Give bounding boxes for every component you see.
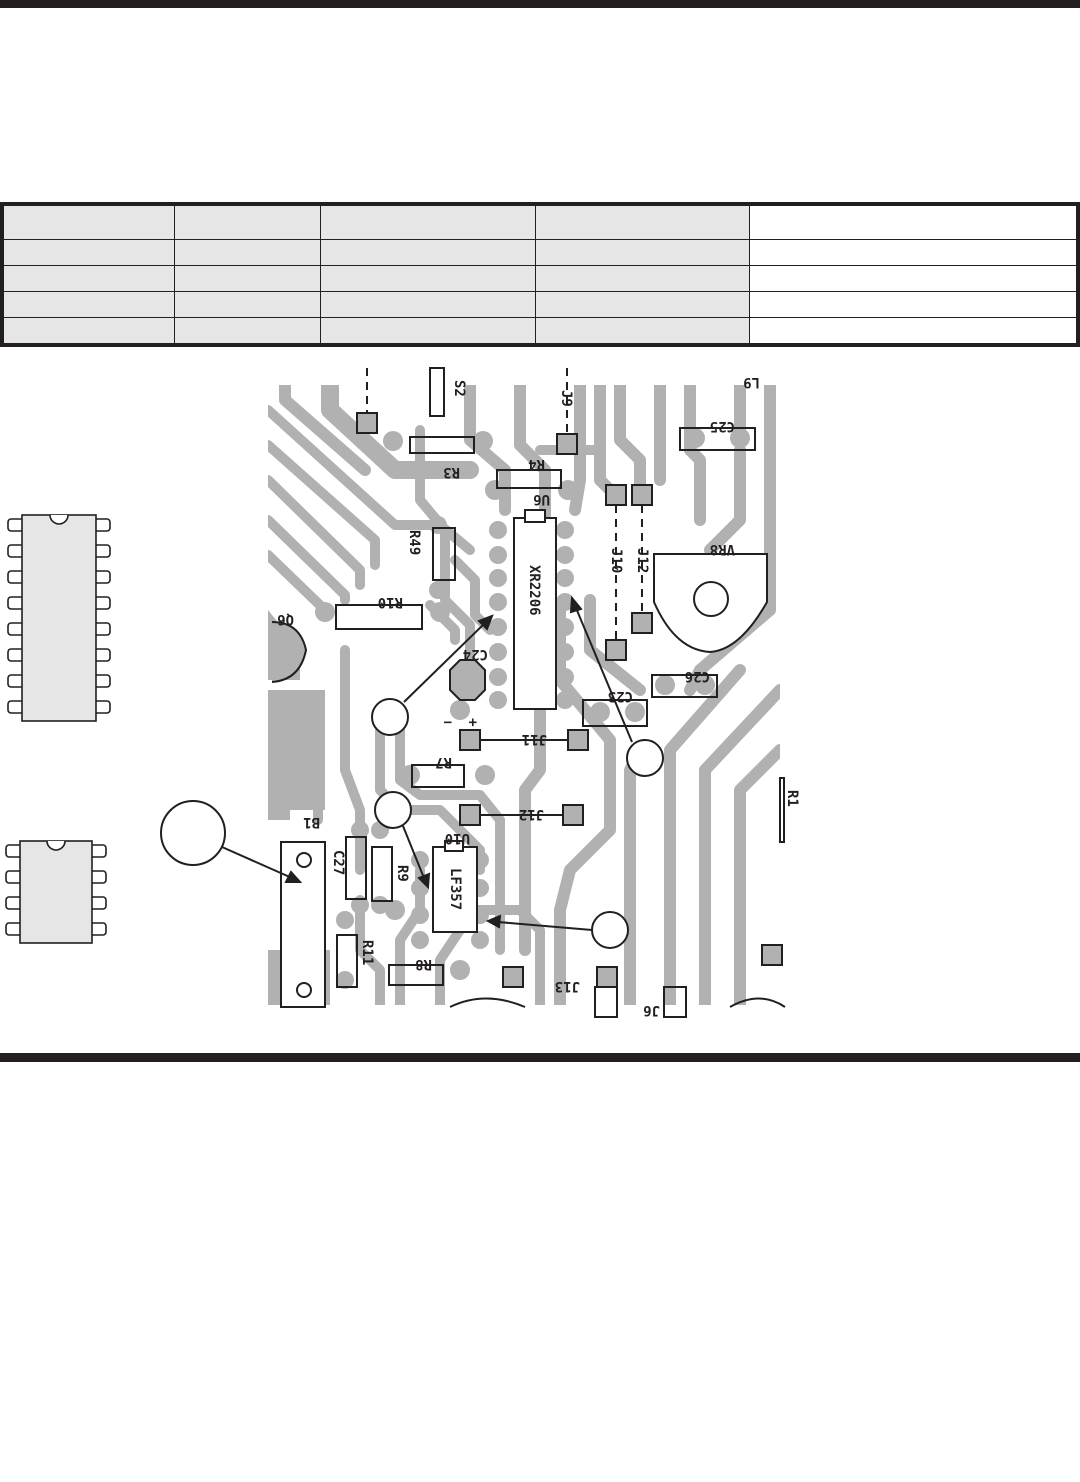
label-j11: J11 bbox=[522, 731, 547, 747]
label-j6: J6 bbox=[643, 1002, 660, 1018]
table-cell bbox=[1, 203, 175, 240]
solder-pads bbox=[315, 428, 750, 989]
label-r8: R8 bbox=[415, 956, 432, 972]
label-lf357: LF357 bbox=[447, 868, 463, 910]
label-r1: R1 bbox=[784, 790, 800, 807]
label-plus: + bbox=[469, 714, 477, 730]
label-c26: C26 bbox=[685, 668, 710, 684]
table-cell bbox=[173, 203, 321, 240]
callout-circle-r9 bbox=[374, 791, 412, 829]
pcb-layout-drawing: S2 R3 R4 J9 L9 C25 U6 R49 R10 Q6 XR2206 … bbox=[160, 367, 800, 1018]
label-c27: C27 bbox=[330, 850, 346, 875]
table-row bbox=[1, 291, 1079, 318]
label-u6: U6 bbox=[533, 491, 550, 507]
table-cell bbox=[748, 203, 1079, 240]
table-cell bbox=[534, 203, 750, 240]
ic-16-pin-package bbox=[7, 514, 111, 722]
label-j10: J10 bbox=[608, 548, 624, 573]
table-cell bbox=[748, 265, 1079, 292]
label-c23: C23 bbox=[608, 688, 633, 704]
component-outlines bbox=[271, 367, 786, 1018]
table-header-row bbox=[1, 203, 1079, 240]
label-q6: Q6 bbox=[277, 611, 294, 627]
label-r3: R3 bbox=[443, 464, 460, 480]
table-cell bbox=[319, 317, 536, 346]
label-r11: R11 bbox=[359, 940, 375, 965]
callout-circle-u10 bbox=[591, 911, 629, 949]
label-xr2206: XR2206 bbox=[526, 565, 542, 616]
table-row bbox=[1, 265, 1079, 292]
label-s2: S2 bbox=[451, 380, 467, 397]
label-minus: − bbox=[444, 714, 452, 730]
table-cell bbox=[319, 291, 536, 318]
label-b1: B1 bbox=[303, 814, 320, 830]
table-cell bbox=[534, 239, 750, 266]
label-c24: C24 bbox=[463, 646, 488, 662]
callout-circle-u6 bbox=[626, 739, 664, 777]
table-cell bbox=[534, 265, 750, 292]
table-cell bbox=[1, 239, 175, 266]
table-cell bbox=[173, 317, 321, 346]
table-cell bbox=[319, 265, 536, 292]
ic-package-illustrations bbox=[5, 514, 111, 944]
data-table bbox=[0, 202, 1080, 347]
table-cell bbox=[1, 265, 175, 292]
label-j13: J13 bbox=[555, 978, 580, 994]
table-cell bbox=[534, 317, 750, 346]
label-r7: R7 bbox=[435, 754, 452, 770]
callout-circle-large bbox=[160, 800, 226, 866]
label-l9: L9 bbox=[743, 374, 760, 390]
callout-circle-c24 bbox=[371, 698, 409, 736]
callout-arrows bbox=[221, 595, 633, 931]
top-rule bbox=[0, 0, 1080, 8]
label-r49: R49 bbox=[406, 530, 422, 555]
square-pads bbox=[356, 412, 783, 988]
silkscreen-labels: S2 R3 R4 J9 L9 C25 U6 R49 R10 Q6 XR2206 … bbox=[277, 374, 800, 1018]
label-vr8: VR8 bbox=[710, 541, 735, 557]
table-cell bbox=[319, 203, 536, 240]
label-j12-top: J12 bbox=[634, 548, 650, 573]
table-cell bbox=[534, 291, 750, 318]
table-cell bbox=[1, 291, 175, 318]
table-row bbox=[1, 239, 1079, 266]
label-u10: U10 bbox=[445, 830, 470, 846]
label-j12: J12 bbox=[519, 806, 544, 822]
table-cell bbox=[748, 291, 1079, 318]
table-cell bbox=[173, 265, 321, 292]
label-r4: R4 bbox=[528, 456, 545, 472]
table-cell bbox=[319, 239, 536, 266]
table-cell bbox=[748, 239, 1079, 266]
table-cell bbox=[748, 317, 1079, 346]
jumper-connectors bbox=[480, 739, 568, 816]
label-r9: R9 bbox=[394, 865, 410, 882]
ic-8-pin-package bbox=[5, 840, 107, 944]
bottom-rule bbox=[0, 1053, 1080, 1062]
table-cell bbox=[173, 239, 321, 266]
label-c25: C25 bbox=[710, 418, 735, 434]
label-j9: J9 bbox=[558, 390, 574, 407]
table-row bbox=[1, 317, 1079, 346]
callouts bbox=[160, 698, 664, 949]
table-cell bbox=[1, 317, 175, 346]
jumper-lines bbox=[366, 368, 643, 640]
table-cell bbox=[173, 291, 321, 318]
label-r10: R10 bbox=[378, 594, 403, 610]
